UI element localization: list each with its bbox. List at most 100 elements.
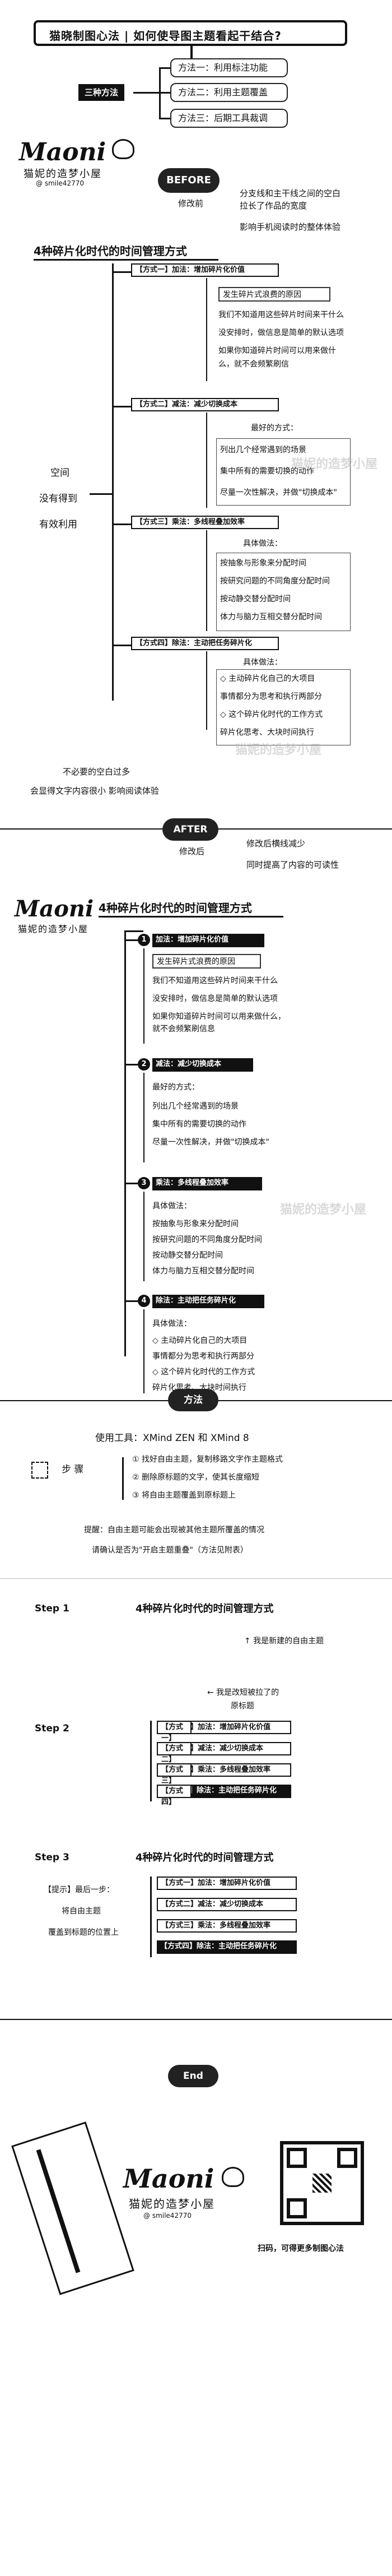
option-2: 方法二：利用主题覆盖 xyxy=(170,83,288,102)
after-branch-3-item-3: 按动静交替分配时间 xyxy=(152,1251,223,1260)
option-tick-1 xyxy=(159,67,170,69)
footer-brand: Maoni 猫妮的造梦小屋 @ smile42770 xyxy=(123,2163,269,2231)
title-banner: 猫晓制图心法 | 如何使导图主题看起干结合? xyxy=(34,20,347,46)
step2-trunk xyxy=(150,1721,152,1801)
after-caption: 修改后 xyxy=(179,846,205,856)
before-badge-label: BEFORE xyxy=(166,174,211,186)
before-branch-2-items: 列出几个经常遇到的场景 集中所有的需要切换的动作 尽量一次性解决，并做"切换成本… xyxy=(216,438,351,506)
after-branch-3-item-1: 按抽象与形象来分配时间 xyxy=(152,1220,239,1229)
after-branch-3-item-2: 按研究问题的不同角度分配时间 xyxy=(152,1235,262,1244)
step2-row-1-short: 【方式一】 xyxy=(157,1721,192,1743)
after-map: 1 加法：增加碎片化价值 发生碎片式浪费的原因 我们不知道用这些碎片时间来干什么… xyxy=(0,919,392,1393)
before-caption: 修改前 xyxy=(178,198,204,209)
before-branch-4-item-3: ◇ 这个碎片化时代的工作方式 xyxy=(220,710,323,719)
after-map-title: 4种碎片化时代的时间管理方式 xyxy=(99,901,252,915)
qr-caption: 扫码，可得更多制图心法 xyxy=(258,2244,344,2253)
method-tip-1: 提醒：自由主题可能会出现被其他主题所覆盖的情况 xyxy=(84,1526,264,1535)
after-branch-1-sub: 发生碎片式浪费的原因 xyxy=(152,954,261,969)
after-branch-2: 2 减法：减少切换成本 最好的方式： 列出几个经常遇到的场景 集中所有的需要切换… xyxy=(124,1056,382,1168)
before-branch-1-item-3: 如果你知道碎片时间可以用来做什么，就不会频繁刷信 xyxy=(218,346,336,369)
before-badge: BEFORE xyxy=(158,168,220,193)
footer-brand-handle: @ smile42770 xyxy=(143,2212,192,2220)
before-branch-4-item-2: 事情都分为思考和执行两部分 xyxy=(220,692,322,701)
method-tip-2: 请确认是否为"开启主题重叠"（方法见附表） xyxy=(92,1546,248,1555)
branch-4-stem xyxy=(112,645,131,646)
after-branch-1-item-4: 就不会频繁刷信息 xyxy=(152,1025,215,1034)
before-branch-3-item-4: 体力与脑力互相交替分配时间 xyxy=(220,613,322,622)
cat-icon xyxy=(112,139,134,159)
option-tick-2 xyxy=(159,92,170,94)
left-label-2: 没有得到 xyxy=(39,493,77,504)
step3-title: 4种碎片化时代的时间管理方式 xyxy=(136,1852,274,1864)
method-badge: 方法 xyxy=(168,1389,218,1411)
after-brand-subtitle: 猫妮的造梦小屋 xyxy=(18,924,89,934)
after-note-1: 修改后横线减少 xyxy=(246,838,306,849)
before-branch-2-item-1: 列出几个经常遇到的场景 xyxy=(220,446,306,455)
before-map-title: 4种碎片化时代的时间管理方式 xyxy=(34,244,187,258)
before-bottom-note-1: 不必要的空白过多 xyxy=(63,767,130,777)
after-branch-2-sub: 最好的方式： xyxy=(152,1083,199,1092)
watermark-2: 猫妮的造梦小屋 xyxy=(291,457,378,471)
before-branch-1: 【方式一】加法：增加碎片化价值 发生碎片式浪费的原因 我们不知道用这些碎片时间来… xyxy=(112,263,381,392)
after-brand-name: Maoni xyxy=(15,896,94,922)
after-branch-4-head: 除法：主动把任务碎片化 xyxy=(152,1295,264,1308)
after-branch-4-num: 4 xyxy=(138,1295,150,1307)
after-branch-3: 3 乘法：多线程叠加效率 具体做法： 按抽象与形象来分配时间 按研究问题的不同角… xyxy=(124,1175,382,1287)
step3-tip-1: 【提示】最后一步： xyxy=(44,1885,114,1894)
after-branch-4-item-3: ◇ 这个碎片化时代的工作方式 xyxy=(152,1368,255,1377)
before-branch-4-sub: 具体做法： xyxy=(243,658,282,667)
left-label-1: 空间 xyxy=(50,467,69,479)
after-branch-3-num: 3 xyxy=(138,1177,150,1189)
brand-handle: @ smile42770 xyxy=(36,179,84,187)
before-branch-4-items: ◇ 主动碎片化自己的大项目 事情都分为思考和执行两部分 ◇ 这个碎片化时代的工作… xyxy=(216,669,351,745)
step3-tip-2: 将自由主题 xyxy=(62,1907,101,1916)
step2-label: Step 2 xyxy=(35,1723,69,1734)
after-branch-1-item-3: 如果你知道碎片时间可以用来做什么， xyxy=(152,1012,286,1021)
end-badge-label: End xyxy=(183,2070,203,2082)
after-branch-3-sub: 具体做法： xyxy=(152,1202,192,1211)
step1-label: Step 1 xyxy=(35,1603,69,1614)
brand-subtitle: 猫妮的造梦小屋 xyxy=(24,168,102,180)
watermark-3: 猫妮的造梦小屋 xyxy=(280,1202,367,1217)
step1-title: 4种碎片化时代的时间管理方式 xyxy=(136,1603,274,1615)
branch-2-vline xyxy=(206,413,207,508)
after-note-2: 同时提高了内容的可读性 xyxy=(246,860,339,870)
method-connector xyxy=(133,92,159,94)
notebook-illustration xyxy=(11,2121,134,2298)
before-branch-2-sub: 最好的方式： xyxy=(251,424,298,433)
before-branch-4: 【方式四】除法：主动把任务碎片化 具体做法： ◇ 主动碎片化自己的大项目 事情都… xyxy=(112,637,381,749)
footer-brand-subtitle: 猫妮的造梦小屋 xyxy=(129,2197,215,2211)
after-branch-4-sub: 具体做法： xyxy=(152,1319,192,1328)
method-label: 三种方法 xyxy=(78,84,125,101)
brand-logo: Maoni 猫妮的造梦小屋 @ smile42770 xyxy=(19,138,142,188)
after-badge: AFTER xyxy=(162,818,218,841)
after-branch-1-num: 1 xyxy=(138,934,150,946)
option-3: 方法三：后期工具裁调 xyxy=(170,109,288,128)
before-branch-3-sub: 具体做法： xyxy=(243,539,282,548)
before-trunk xyxy=(112,263,114,701)
footer-cat-icon xyxy=(222,2167,244,2187)
before-branch-1-head: 【方式一】加法：增加碎片化价值 xyxy=(131,263,279,277)
after-branch-2-head: 减法：减少切换成本 xyxy=(152,1058,253,1072)
after-branch-3-stem xyxy=(124,1183,138,1184)
before-branch-1-item-1: 我们不知道用这些碎片时间来干什么 xyxy=(218,311,344,319)
qr-corner-tl xyxy=(287,2148,307,2168)
before-branch-3: 【方式三】乘法：多线程叠加效率 具体做法： 按抽象与形象来分配时间 按研究问题的… xyxy=(112,516,381,631)
watermark-1: 猫妮的造梦小屋 xyxy=(235,743,322,757)
qr-corner-bl xyxy=(287,2198,307,2218)
step2-note2: 原标题 xyxy=(231,1702,254,1711)
footer-card: Maoni 猫妮的造梦小屋 @ smile42770 扫码，可得更多制图心法 xyxy=(11,2119,375,2567)
after-branch-1-stem xyxy=(124,939,138,941)
branch-2-stem xyxy=(112,406,131,407)
method-step-1: ① 找好自由主题，复制移路文字作主题格式 xyxy=(132,1455,283,1464)
step3-row-4: 【方式四】除法：主动把任务碎片化 xyxy=(157,1940,297,1954)
step1-note: ↑ 我是新建的自由主题 xyxy=(244,1637,324,1646)
after-branch-4: 4 除法：主动把任务碎片化 具体做法： ◇ 主动碎片化自己的大项目 事情都分为思… xyxy=(124,1292,382,1405)
steps-label: 步 骤 xyxy=(62,1464,84,1475)
before-note-3: 影响手机阅读时的整体体验 xyxy=(240,222,341,232)
end-badge: End xyxy=(168,2065,218,2087)
before-branch-3-item-3: 按动静交替分配时间 xyxy=(220,595,291,604)
before-title-underline xyxy=(34,259,218,261)
step2-row-2-short: 【方式二】 xyxy=(157,1742,192,1764)
before-map: 空间 没有得到 有效利用 【方式一】加法：增加碎片化价值 发生碎片式浪费的原因 … xyxy=(0,258,392,751)
